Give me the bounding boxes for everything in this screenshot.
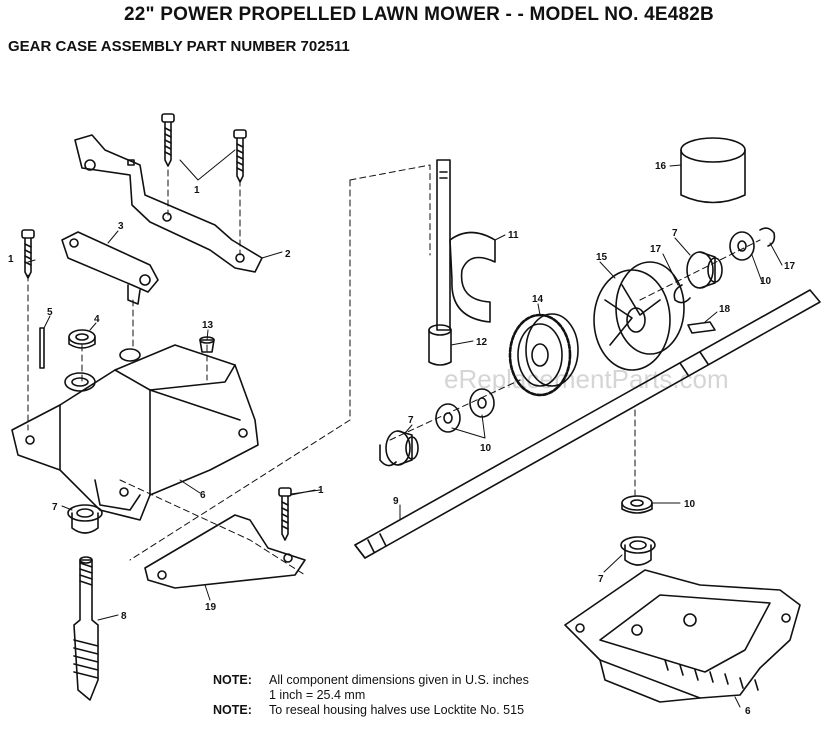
callout-18: 18	[719, 304, 731, 315]
leader-line	[603, 554, 623, 573]
leader-line	[107, 230, 119, 244]
shift-fork-part-11	[436, 159, 496, 331]
callout-17-right: 17	[784, 261, 796, 272]
leader-line	[599, 261, 616, 279]
leader-line	[404, 424, 413, 434]
callout-14: 14	[532, 294, 544, 305]
note-conversion: 1 inch = 25.4 mm	[269, 688, 366, 702]
note-text: All component dimensions given in U.S. i…	[269, 673, 529, 687]
screw-part-1-bottom	[278, 487, 292, 541]
callout-8: 8	[121, 611, 127, 622]
axle-part-9	[354, 289, 821, 559]
leader-line	[27, 259, 36, 263]
callout-10-lower: 10	[684, 499, 696, 510]
assembly-line	[349, 164, 431, 256]
housing-part-6-lower	[564, 569, 801, 703]
pulley-part-15	[593, 261, 685, 371]
callout-9: 9	[393, 496, 399, 507]
callout-10-upper: 10	[760, 276, 772, 287]
leader-line	[290, 489, 321, 495]
leader-line	[494, 234, 506, 241]
assembly-line	[119, 479, 306, 576]
bushing-part-7-upper	[686, 251, 723, 289]
screw-part-1-left	[21, 229, 35, 279]
leader-line	[704, 311, 718, 323]
leader-line	[261, 251, 283, 259]
callout-15: 15	[596, 252, 608, 263]
washer-part-10-mid-a	[435, 403, 461, 433]
leader-line	[451, 414, 486, 439]
callout-19: 19	[205, 602, 217, 613]
clip-part-17-left	[673, 284, 691, 304]
leader-line	[537, 303, 541, 316]
callout-1-bottom: 1	[318, 485, 324, 496]
leader-line	[179, 479, 201, 494]
note-text: To reseal housing halves use Locktite No…	[269, 703, 525, 717]
collar-part-12	[428, 324, 452, 366]
leader-line	[206, 329, 209, 341]
clip-part-17-right	[759, 227, 776, 247]
assembly-subtitle: GEAR CASE ASSEMBLY PART NUMBER 702511	[8, 38, 350, 55]
washer-part-10-upper	[729, 231, 755, 261]
callout-7-lower: 7	[598, 574, 604, 585]
leader-line	[674, 237, 691, 256]
shift-lever-part-3	[61, 231, 159, 305]
leader-line	[734, 696, 741, 708]
washer-part-10-lower	[621, 495, 653, 514]
callout-4: 4	[94, 314, 100, 325]
bushing-part-7-lower	[620, 536, 656, 566]
plate-part-19	[144, 514, 306, 589]
callout-5: 5	[47, 307, 53, 318]
leader-line	[769, 242, 783, 266]
callout-1-top: 1	[194, 185, 200, 196]
leader-line	[97, 614, 119, 621]
note-dimensions: NOTE: All component dimensions given in …	[213, 673, 529, 688]
bushing-part-7-left	[67, 504, 103, 534]
callout-16: 16	[655, 161, 667, 172]
bracket-part-2	[74, 134, 263, 273]
leader-line	[204, 584, 211, 601]
callout-12: 12	[476, 337, 488, 348]
key-part-18	[687, 321, 716, 334]
callout-10-mid: 10	[480, 443, 492, 454]
callout-3: 3	[118, 221, 124, 232]
callout-11: 11	[508, 230, 519, 241]
callout-6-lower: 6	[745, 706, 751, 717]
pin-part-5	[39, 327, 45, 369]
callout-7-left: 7	[52, 502, 58, 513]
watermark-text: eReplacementParts.com	[444, 364, 729, 394]
callout-7-mid: 7	[408, 415, 414, 426]
callout-2: 2	[285, 249, 291, 260]
housing-part-6-upper	[11, 344, 259, 521]
callout-1-left: 1	[8, 254, 14, 265]
leader-line	[450, 340, 474, 346]
callout-7-upper: 7	[672, 228, 678, 239]
assembly-line	[129, 179, 351, 561]
note-reseal: NOTE: To reseal housing halves use Lockt…	[213, 703, 529, 718]
notes-block: NOTE: All component dimensions given in …	[213, 673, 529, 718]
leader-line	[89, 322, 97, 331]
seal-part-4	[68, 329, 96, 349]
note-label: NOTE:	[213, 703, 252, 717]
callout-17-left: 17	[650, 244, 662, 255]
screw-part-1-top	[161, 113, 247, 183]
note-label: NOTE:	[213, 673, 252, 687]
leader-line	[61, 505, 73, 511]
bushing-part-7-mid	[379, 430, 419, 467]
worm-shaft-part-8	[73, 556, 99, 701]
leader-line	[669, 164, 682, 167]
callout-13: 13	[202, 320, 214, 331]
diagram-title: 22" POWER PROPELLED LAWN MOWER - - MODEL…	[124, 4, 714, 25]
leader-line	[751, 254, 763, 283]
sleeve-part-16	[680, 137, 746, 204]
leader-line	[43, 315, 51, 329]
assembly-line	[389, 379, 521, 441]
callout-6-upper: 6	[200, 490, 206, 501]
leader-line	[662, 253, 679, 286]
